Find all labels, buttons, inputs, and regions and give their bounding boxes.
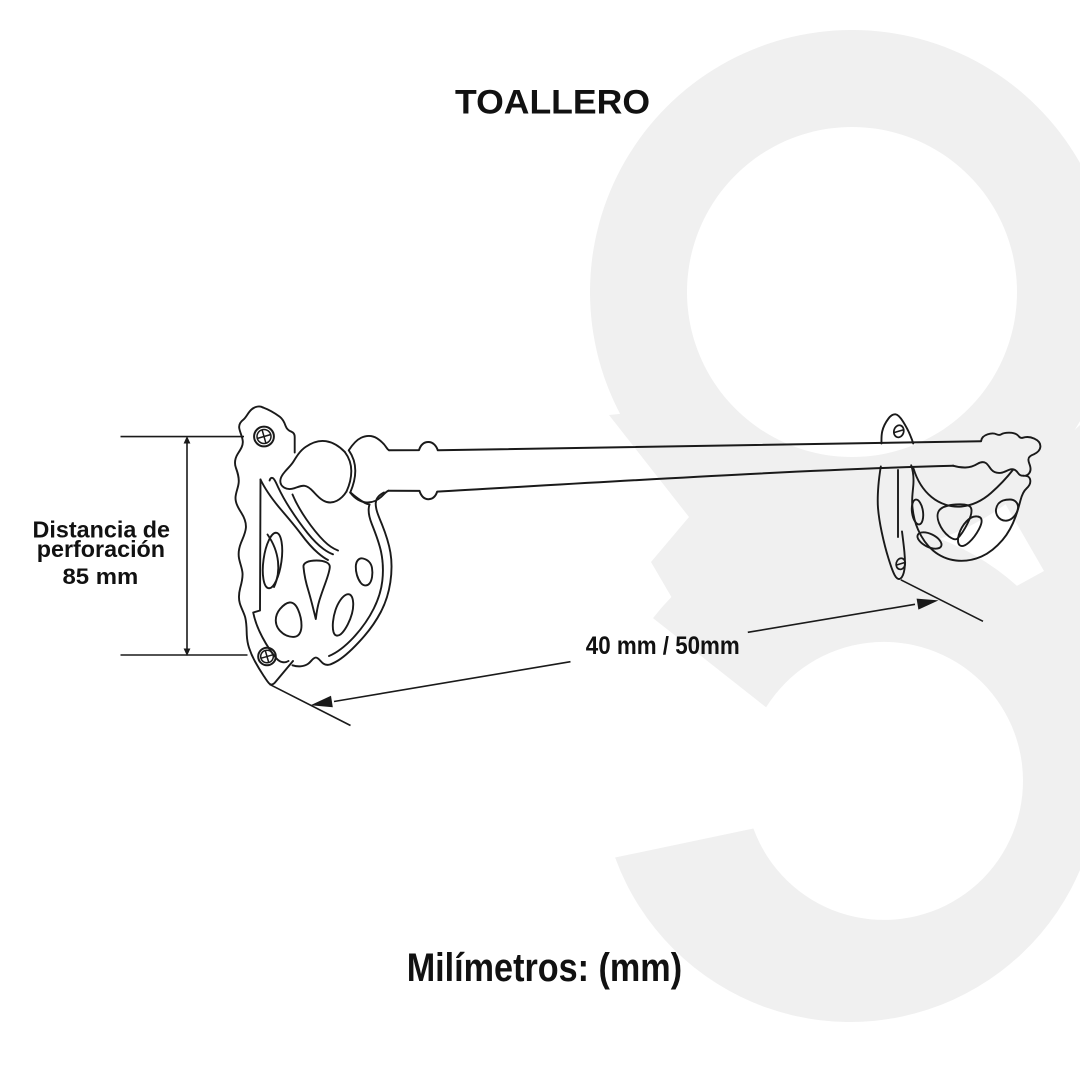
svg-text:perforación: perforación [37, 536, 165, 562]
svg-text:TOALLERO: TOALLERO [455, 84, 650, 122]
svg-text:40 mm / 50mm: 40 mm / 50mm [586, 632, 740, 660]
svg-text:85 mm: 85 mm [63, 564, 139, 589]
svg-text:Milímetros: (mm): Milímetros: (mm) [407, 946, 682, 990]
svg-text:Distancia de: Distancia de [33, 516, 171, 542]
